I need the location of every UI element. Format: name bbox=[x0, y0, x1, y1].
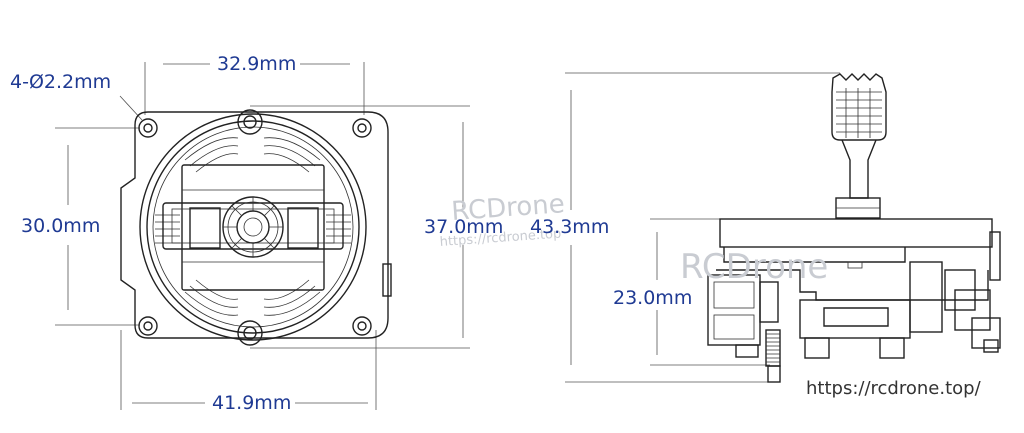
top-width-label: 32.9mm bbox=[217, 53, 296, 75]
bottom-width-label: 41.9mm bbox=[212, 392, 291, 414]
mount-hole-icon bbox=[138, 118, 372, 336]
inner-height-label: 37.0mm bbox=[424, 216, 503, 238]
side-view bbox=[565, 72, 1001, 383]
stick-icon bbox=[831, 73, 887, 219]
side-height-label: 23.0mm bbox=[613, 287, 692, 309]
total-height-label: 43.3mm bbox=[530, 216, 609, 238]
front-view bbox=[55, 62, 470, 410]
spring-icon bbox=[765, 329, 781, 383]
watermark-brand-side: RCDrone bbox=[680, 247, 828, 287]
stick-head-icon bbox=[222, 196, 284, 258]
left-height-label: 30.0mm bbox=[21, 215, 100, 237]
hole-diameter-label: 4-Ø2.2mm bbox=[10, 71, 111, 93]
footer-url: https://rcdrone.top/ bbox=[806, 378, 982, 399]
